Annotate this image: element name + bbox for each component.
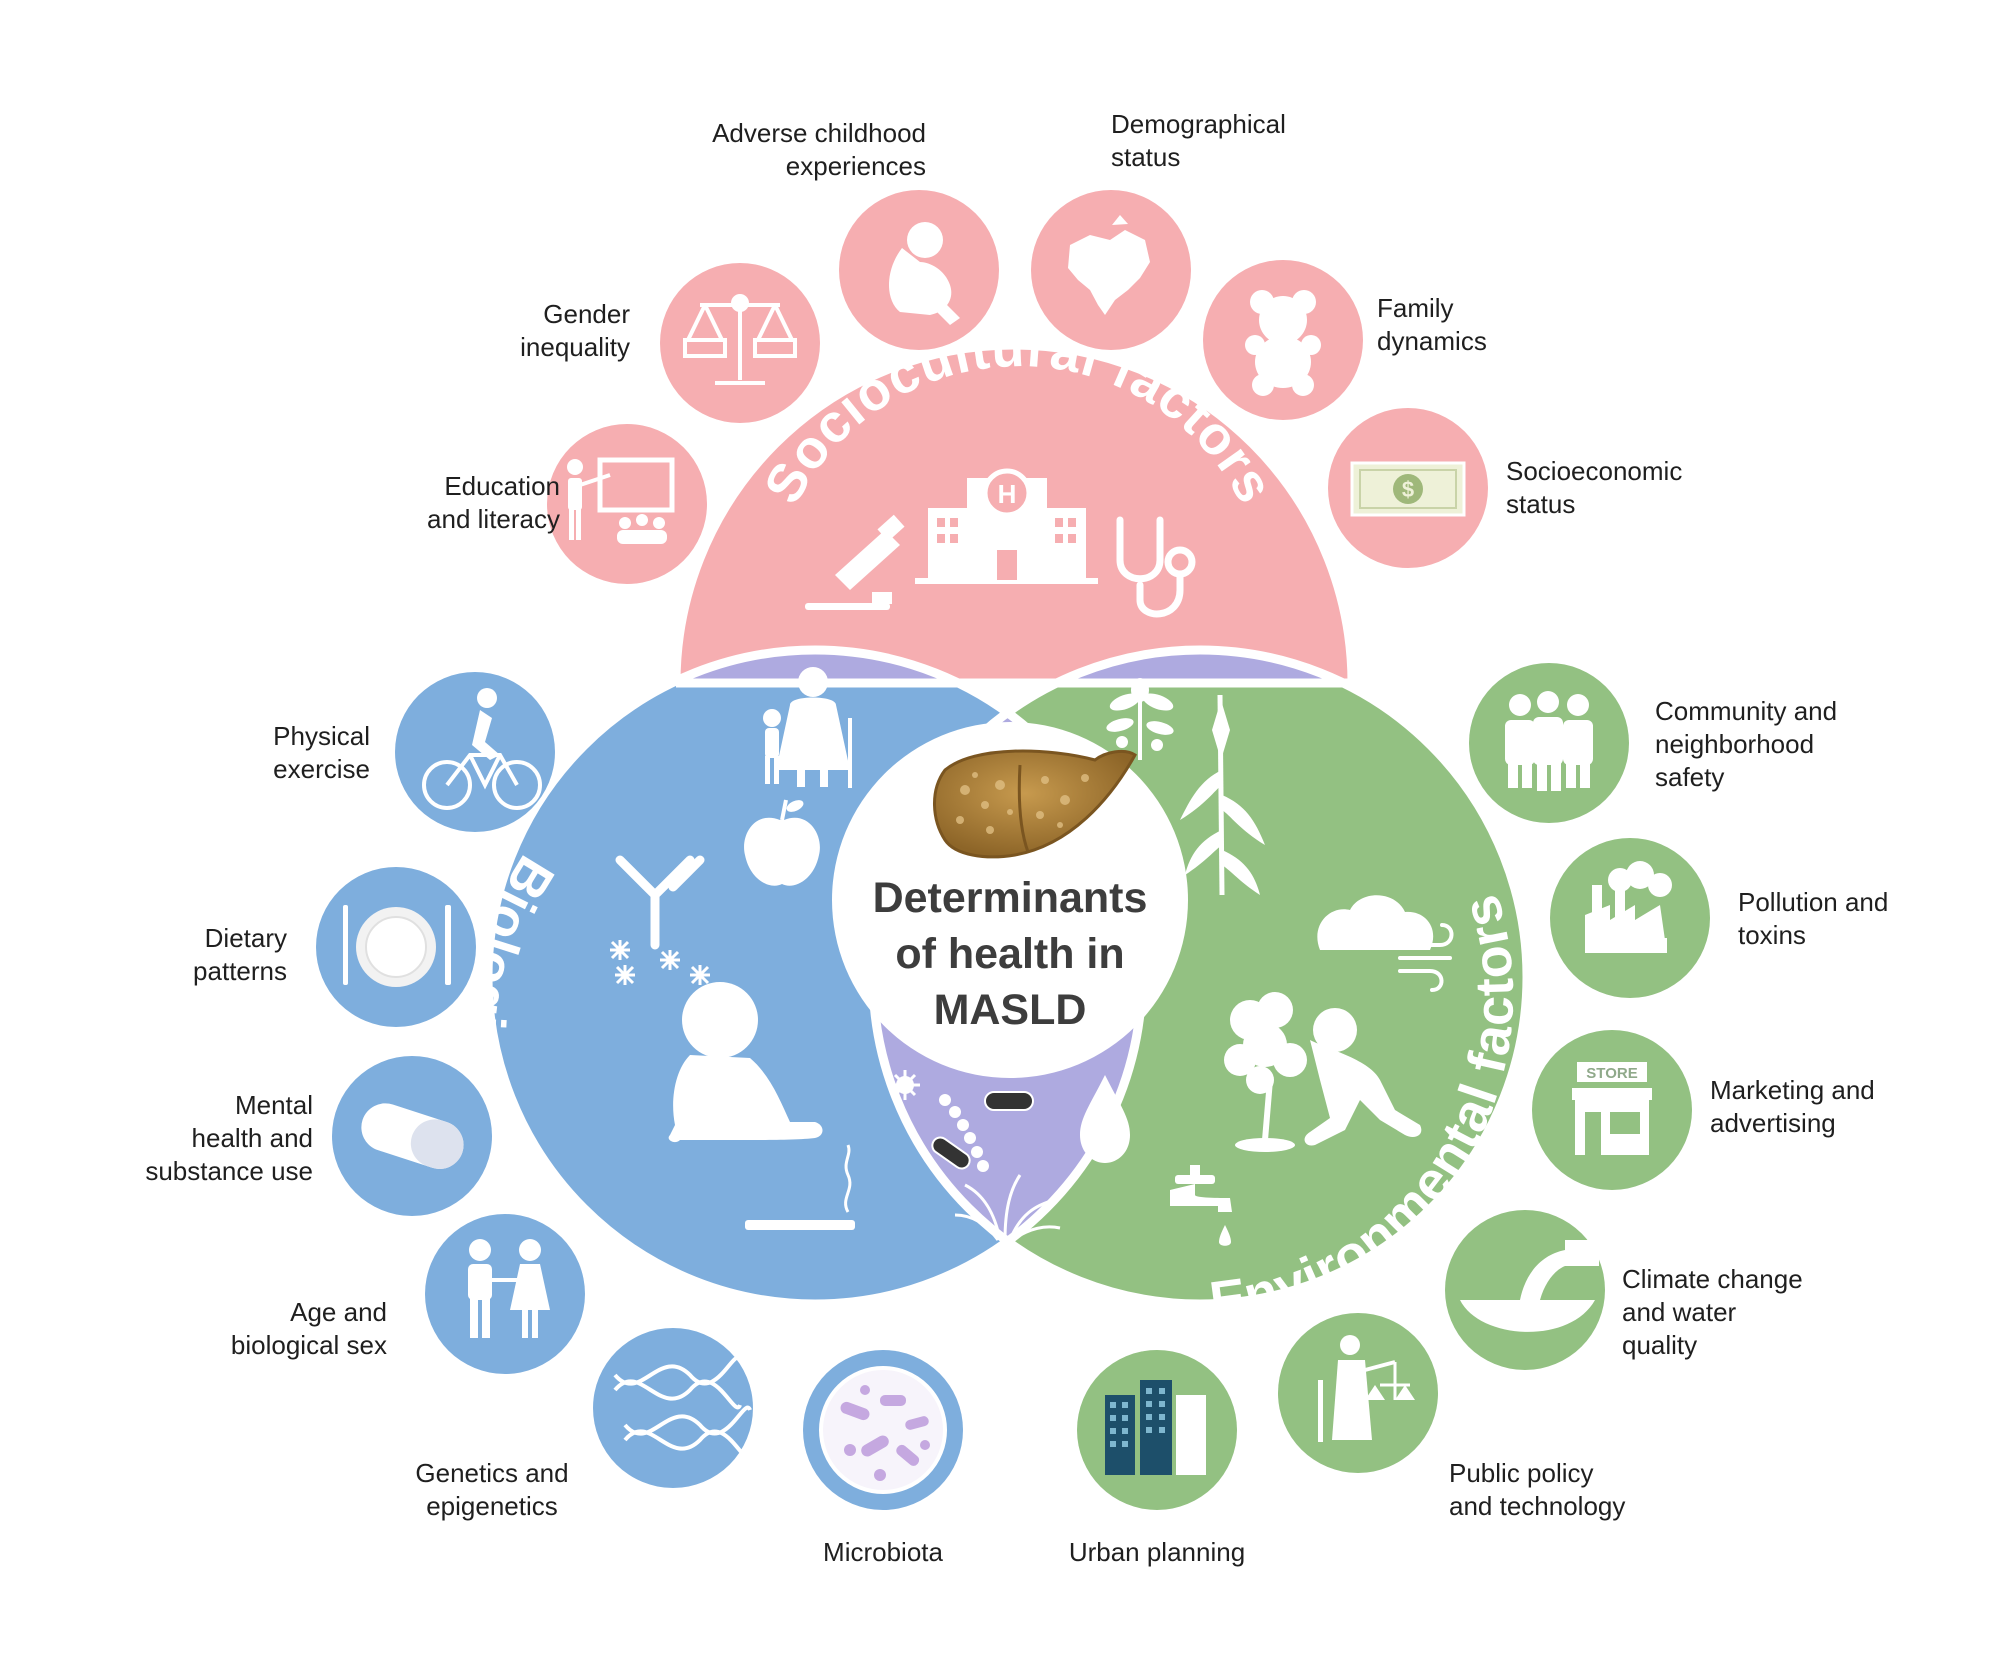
mental-label: Mental health and substance use: [145, 1090, 313, 1186]
dietary-label: Dietary patterns: [193, 923, 287, 986]
age-circle: [425, 1214, 585, 1374]
separator-sociocultural-edge: [671, 340, 1357, 688]
pollution-label: Pollution and toxins: [1738, 887, 1889, 950]
teddy-bear-icon: [1245, 290, 1321, 396]
svg-text:H: H: [998, 479, 1017, 509]
stethoscope-icon: [1116, 516, 1196, 618]
corn-plant-icon: [1180, 694, 1265, 896]
water-tap-icon: [1170, 1165, 1232, 1246]
center-title-line-1: Determinants: [872, 874, 1148, 922]
demographic-label: Demographical status: [1111, 109, 1286, 172]
farmer-tree-icon: [1224, 992, 1422, 1152]
urban-label: Urban planning: [1068, 1537, 1246, 1567]
microbiota-label: Microbiota: [823, 1537, 943, 1567]
pill-icon: [361, 1103, 464, 1169]
crop-plant-icon: [1106, 678, 1174, 760]
svg-text:STORE: STORE: [1586, 1065, 1637, 1082]
toothbrush-toothpaste-icon: [805, 514, 905, 610]
teacher-icon: [567, 457, 675, 544]
genetics-circle: [593, 1328, 753, 1488]
grandmother-child-icon: [763, 667, 852, 788]
cloud-wind-icon: [1317, 895, 1454, 992]
waste-pipe-icon: [1460, 1240, 1599, 1332]
cigarette-icon: [745, 1144, 855, 1230]
center-title-line-2: of health in: [895, 930, 1125, 978]
education-label: Education and literacy: [427, 471, 560, 534]
center-title: Determinants of health in MASLD: [840, 870, 1180, 1038]
buildings-icon: [1105, 1380, 1206, 1475]
hospital-icon: H: [915, 468, 1098, 584]
apple-icon: [744, 799, 820, 886]
policy-label: Public policy and technology: [1449, 1458, 1626, 1521]
center-disc: [832, 722, 1188, 1078]
genetics-label: Genetics and epigenetics: [415, 1458, 569, 1521]
factor-circles: [316, 190, 1710, 1510]
bacteria-icon: [890, 1070, 1034, 1172]
water-drop-icon: [1080, 1075, 1130, 1163]
liver-icon: [933, 749, 1137, 859]
community-label: Community and neighborhood safety: [1655, 696, 1838, 792]
baby-silhouette-icon: [668, 982, 823, 1143]
antibody-icon: [615, 855, 705, 950]
factory-icon: [1585, 861, 1672, 953]
man-woman-icon: [468, 1239, 550, 1338]
gender-label: Gender inequality: [520, 299, 630, 362]
petri-dish-icon: [819, 1366, 947, 1494]
crowd-icon: [1505, 691, 1593, 791]
store-icon: STORE: [1572, 1062, 1652, 1155]
dna-icon: [613, 1355, 752, 1460]
childhood-label: Adverse childhood experiences: [712, 118, 926, 181]
marketing-label: Marketing and advertising: [1710, 1075, 1875, 1138]
exercise-circle: [395, 672, 555, 832]
banknote-icon: $: [1350, 461, 1466, 517]
plate-icon: [343, 905, 451, 987]
svg-text:$: $: [1402, 477, 1414, 502]
age-label: Age and biological sex: [230, 1297, 387, 1360]
climate-label: Climate change and water quality: [1622, 1264, 1803, 1360]
map-icon: [1068, 215, 1150, 315]
justice-statue-icon: [1318, 1335, 1415, 1442]
center-title-line-3: MASLD: [933, 986, 1087, 1034]
cyclist-icon: [422, 688, 542, 810]
family-label: Family dynamics: [1377, 293, 1487, 356]
curled-child-icon: [888, 222, 960, 325]
balance-scale-icon: [683, 294, 797, 385]
snowflake-cells-icon: [610, 940, 710, 985]
education-circle: [547, 424, 707, 584]
grass-icon: [954, 1174, 1061, 1242]
socioeconomic-label: Socioeconomic status: [1506, 456, 1683, 519]
exercise-label: Physical exercise: [273, 721, 370, 784]
